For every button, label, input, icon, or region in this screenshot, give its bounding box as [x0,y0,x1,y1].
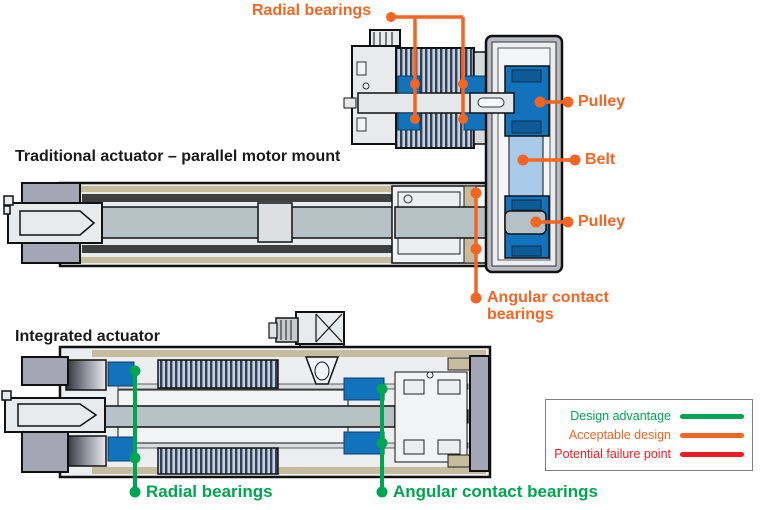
legend-line-orange [680,432,744,438]
legend-label-design-advantage: Design advantage [570,409,671,423]
label-angular-contact-bearings-bottom: Angular contact bearings [393,482,598,501]
rod-end-tab [3,195,14,206]
integrated-tan-strip [92,467,486,474]
connector-fold-lines [315,313,343,343]
pulley-detail [511,199,542,211]
label-pulley-top: Pulley [578,93,626,110]
legend: Design advantage Acceptable design Poten… [545,399,753,471]
callout-dot [129,365,141,377]
motor-rear-shaft [343,97,357,109]
motor-detail [362,82,370,90]
stator-fins [157,359,279,389]
callout-dot [534,96,546,108]
tube-tan-strip [64,257,484,263]
integrated-body [1,345,492,479]
internal-detail [437,379,461,395]
callout-dot [376,486,388,498]
legend-row-design-advantage: Design advantage [546,409,744,424]
callout-line-radial-top [391,15,465,119]
funnel-detail [314,361,330,381]
radial-bearing-block [463,112,489,131]
integrated-connector [268,311,345,352]
motor-connector-ridges [373,32,393,47]
belt-housing [469,34,564,274]
internal-detail [403,439,425,455]
end-cap [21,356,69,386]
internal-slab [117,389,349,407]
green-callouts [129,365,388,498]
integrated-tan-strip [92,350,486,357]
callout-dot [530,216,542,228]
label-belt: Belt [585,151,616,168]
stator-fins [157,447,279,475]
label-radial-bearings-top: Radial bearings [252,2,372,19]
legend-label-acceptable-design: Acceptable design [568,428,671,442]
connector-plug [275,317,299,343]
callout-dot [470,243,482,255]
title-traditional-actuator: Traditional actuator – parallel motor mo… [15,148,341,165]
callout-dot [470,292,482,304]
coupler-slot [477,97,505,108]
rod-end-tab [1,390,12,401]
motor-cylinder [65,359,107,391]
tube-screw-band [82,194,392,202]
rod-end-notch [17,403,98,427]
callout-dot [376,383,388,395]
callout-dot [458,114,468,124]
rod-end-notch [19,210,96,236]
tan-block [447,357,471,371]
callout-dot [386,12,396,22]
pulley-detail [511,245,542,257]
rod-collar [257,202,293,243]
internal-slab [117,426,349,444]
connector-plug-tip [268,322,278,339]
internal-detail [403,379,425,395]
connector-funnel [304,356,340,385]
traditional-actuator [3,29,564,274]
tube-tan-strip [64,186,484,192]
callout-dot [517,154,529,166]
radial-bearing-block [107,361,135,387]
pulley-detail [511,120,542,134]
label-pulley-bottom: Pulley [578,213,626,230]
callout-dot [376,437,388,449]
actuator-tube [3,181,511,268]
callout-dot [458,79,468,89]
internal-detail [437,439,461,455]
pulley-detail [511,69,542,83]
motor-cylinder [65,435,107,467]
rod-end-tab [3,205,11,215]
callout-dot [562,96,574,108]
end-cap [469,355,490,472]
motor-detail [356,117,367,132]
callout-dot [129,452,141,464]
callout-dot [129,486,141,498]
motor-detail [356,61,367,76]
end-cap [21,431,69,473]
title-integrated-actuator: Integrated actuator [15,328,160,345]
connector-plug-ridges [280,320,292,340]
tan-block [447,454,471,468]
tube-screw-band [82,245,392,253]
integrated-actuator [1,311,492,479]
legend-line-green [680,413,744,419]
callout-dot [410,79,420,89]
callout-dot [569,154,581,166]
callout-dot [410,114,420,124]
callout-dot [562,216,574,228]
label-radial-bearings-bottom: Radial bearings [146,482,273,501]
legend-line-red [680,451,744,457]
callout-dot [470,187,482,199]
legend-row-acceptable-design: Acceptable design [546,428,744,443]
legend-label-potential-failure-point: Potential failure point [554,447,671,461]
connector-body [295,311,345,345]
internal-detail [426,371,434,379]
orange-callouts [386,12,581,304]
tube-detail [403,194,413,204]
label-angular-contact-bearings-top: Angular contact bearings [487,289,609,324]
legend-row-potential-failure-point: Potential failure point [546,447,744,462]
